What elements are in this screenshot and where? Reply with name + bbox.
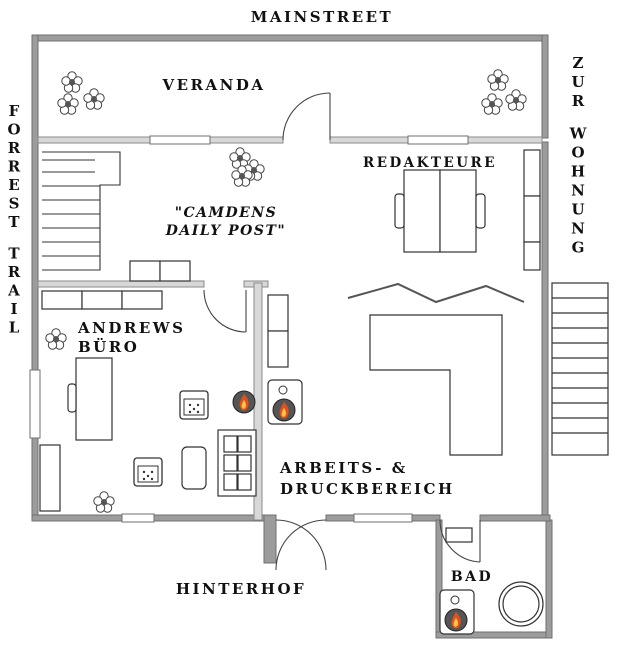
room-label-bad: BAD xyxy=(451,569,493,585)
staircase-outer xyxy=(551,282,609,456)
flower-pot-icon xyxy=(487,69,509,91)
chair-icon xyxy=(179,390,209,420)
flower-pot-icon xyxy=(505,89,527,111)
flower-pot-icon xyxy=(83,88,105,110)
stove-fire-icon xyxy=(232,390,256,414)
bad-stove xyxy=(439,589,475,635)
sign-camdens: "CAMDENS xyxy=(175,205,278,221)
room-label-arbeits: ARBEITS- & xyxy=(279,459,408,477)
outer-walls xyxy=(31,34,553,639)
flower-pot-icon xyxy=(57,93,79,115)
flower-pot-icon xyxy=(45,328,67,350)
room-label-andrews: ANDREWS xyxy=(77,319,185,337)
stove-fire-icon xyxy=(272,398,296,422)
street-label-hinterhof: HINTERHOF xyxy=(176,580,306,598)
windows xyxy=(29,135,469,523)
room-label-veranda: VERANDA xyxy=(161,76,265,94)
chair-icon xyxy=(133,457,163,487)
flower-pot-icon xyxy=(481,93,503,115)
room-label-druckbereich: DRUCKBEREICH xyxy=(280,480,455,498)
sign-daily-post: DAILY POST" xyxy=(165,223,286,239)
door-swing-icon xyxy=(203,92,481,571)
room-label-redakteure: REDAKTEURE xyxy=(363,155,497,171)
stove-fire-icon xyxy=(444,608,468,632)
stove-box xyxy=(267,379,303,425)
flower-pot-icon xyxy=(61,71,83,93)
flower-pot-icon xyxy=(93,491,115,513)
partition-zigzag xyxy=(347,282,525,304)
room-label-buero: BÜRO xyxy=(78,337,139,356)
staircase-inner xyxy=(42,151,121,271)
street-label-mainstreet: MAINSTREET xyxy=(251,8,393,26)
furniture xyxy=(39,149,544,627)
